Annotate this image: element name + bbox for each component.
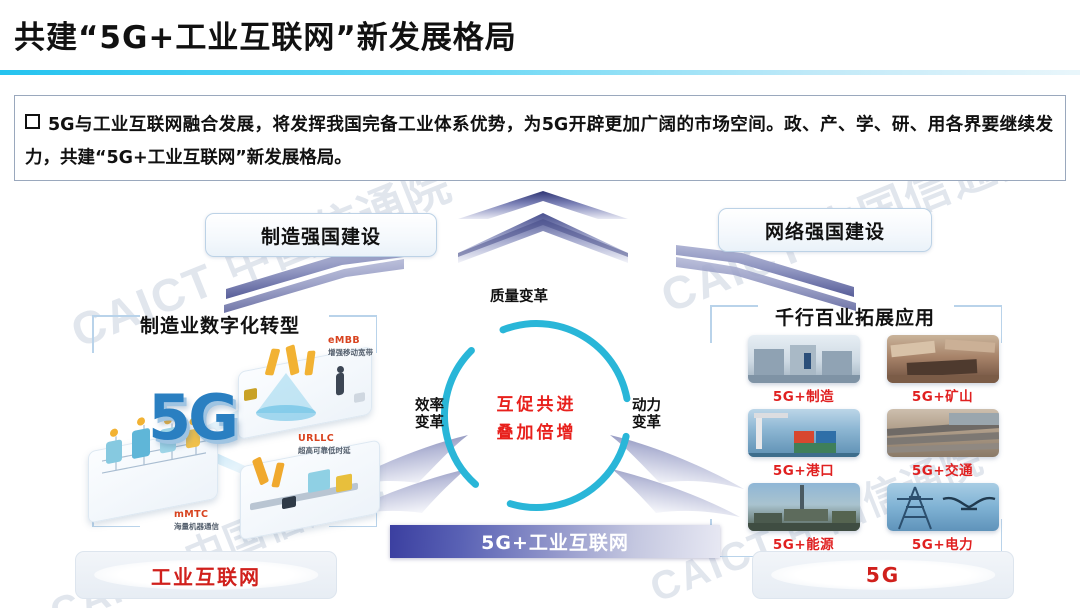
summary-textbox: 5G与工业互联网融合发展，将发挥我国完备工业体系优势，为5G开辟更加广阔的市场空… bbox=[14, 95, 1066, 181]
pylon-icon bbox=[896, 486, 933, 530]
tile-thumbnail-manufacturing bbox=[747, 335, 860, 383]
tile-5g-mining[interactable]: 5G+矿山 bbox=[881, 335, 1004, 405]
tile-caption: 5G+交通 bbox=[911, 463, 974, 479]
right-panel-title: 千行百业拓展应用 bbox=[775, 307, 936, 329]
tech-label-mmtc: mMTC 海量机器通信 bbox=[174, 509, 219, 532]
tile-5g-manufacturing[interactable]: 5G+制造 bbox=[742, 335, 865, 405]
five-g-logotype: 5G bbox=[148, 381, 239, 454]
right-diagonal-chevron bbox=[676, 245, 856, 311]
bullet-icon bbox=[25, 114, 40, 129]
embb-code: eMBB bbox=[328, 335, 360, 346]
tile-5g-power[interactable]: 5G+电力 bbox=[881, 483, 1004, 553]
bottom-right-chevron bbox=[610, 435, 744, 517]
tile-thumbnail-power bbox=[886, 483, 999, 531]
urllc-code: URLLC bbox=[298, 433, 335, 444]
plaque-industrial-internet[interactable]: 工业互联网 bbox=[75, 551, 337, 599]
urllc-desc: 超高可靠低时延 bbox=[298, 446, 351, 455]
efficiency-line1: 效率 bbox=[415, 398, 444, 414]
tile-5g-energy[interactable]: 5G+能源 bbox=[742, 483, 865, 553]
tile-caption: 5G+制造 bbox=[772, 389, 835, 405]
diagram-canvas: 制造强国建设 网络强国建设 制造业数字化转型 bbox=[0, 183, 1080, 608]
ring-label-dynamics: 动力 变革 bbox=[632, 398, 661, 432]
ring-label-quality: 质量变革 bbox=[490, 289, 548, 305]
worker-figure bbox=[336, 372, 344, 396]
synergy-ring: 互促共进 叠加倍增 bbox=[424, 303, 649, 528]
ring-arc bbox=[441, 320, 632, 511]
tile-thumbnail-port bbox=[747, 409, 860, 457]
plant-diagram bbox=[102, 416, 206, 474]
top-box-manufacturing-power[interactable]: 制造强国建设 bbox=[205, 213, 437, 257]
plaque-highlight bbox=[771, 559, 995, 591]
plaque-right-label: 5G bbox=[865, 563, 901, 587]
title-divider bbox=[0, 70, 1080, 75]
dynamics-line1: 动力 bbox=[632, 398, 661, 414]
bottom-banner-label: 5G+工业互联网 bbox=[481, 532, 629, 554]
bottom-banner-5g-industrial-internet[interactable]: 5G+工业互联网 bbox=[390, 525, 720, 558]
worker-head bbox=[337, 366, 344, 373]
summary-text: 5G与工业互联网融合发展，将发挥我国完备工业体系优势，为5G开辟更加广阔的市场空… bbox=[25, 115, 1053, 168]
tile-thumbnail-energy bbox=[747, 483, 860, 531]
tile-caption: 5G+能源 bbox=[772, 537, 835, 553]
ring-center-text: 互促共进 叠加倍增 bbox=[424, 381, 649, 451]
ring-label-efficiency: 效率 变革 bbox=[415, 398, 444, 432]
mmtc-code: mMTC bbox=[174, 509, 209, 520]
mmtc-desc: 海量机器通信 bbox=[174, 522, 219, 531]
plaque-5g[interactable]: 5G bbox=[752, 551, 1014, 599]
digital-transformation-illustration: 5G eMBB 增强移动宽带 URLLC 超高可靠低时延 mMTC 海量机器通信 bbox=[88, 333, 392, 543]
tile-thumbnail-mining bbox=[886, 335, 999, 383]
top-box-right-label: 网络强国建设 bbox=[764, 220, 885, 243]
tile-5g-transport[interactable]: 5G+交通 bbox=[881, 409, 1004, 479]
embb-desc: 增强移动宽带 bbox=[328, 348, 373, 357]
application-tiles-grid: 5G+制造 5G+矿山 bbox=[742, 335, 1004, 553]
plaque-highlight bbox=[94, 559, 318, 591]
ring-center-line1: 互促共进 bbox=[496, 394, 577, 415]
hologram-cone bbox=[256, 373, 316, 421]
tile-thumbnail-transport bbox=[886, 409, 999, 457]
slide-header: 共建“5G+工业互联网”新发展格局 bbox=[0, 0, 1080, 78]
drone-icon bbox=[942, 496, 995, 511]
page-title: 共建“5G+工业互联网”新发展格局 bbox=[14, 20, 517, 56]
ring-center-line2: 叠加倍增 bbox=[496, 422, 577, 443]
tile-caption: 5G+电力 bbox=[911, 537, 974, 553]
dynamics-line2: 变革 bbox=[632, 415, 661, 431]
plaque-left-label: 工业互联网 bbox=[151, 564, 261, 589]
efficiency-line2: 变革 bbox=[415, 415, 444, 431]
top-box-network-power[interactable]: 网络强国建设 bbox=[718, 208, 932, 252]
tile-5g-port[interactable]: 5G+港口 bbox=[742, 409, 865, 479]
summary-paragraph: 5G与工业互联网融合发展，将发挥我国完备工业体系优势，为5G开辟更加广阔的市场空… bbox=[15, 96, 1065, 175]
machine-block bbox=[308, 468, 330, 494]
tech-label-urllc: URLLC 超高可靠低时延 bbox=[298, 433, 351, 456]
machine-block bbox=[336, 473, 352, 493]
tech-label-embb: eMBB 增强移动宽带 bbox=[328, 335, 373, 358]
tile-caption: 5G+港口 bbox=[772, 463, 835, 479]
left-diagonal-chevron bbox=[224, 247, 404, 313]
top-box-left-label: 制造强国建设 bbox=[260, 225, 381, 248]
tile-caption: 5G+矿山 bbox=[911, 389, 974, 405]
left-panel-title: 制造业数字化转型 bbox=[140, 315, 301, 337]
center-up-chevron bbox=[458, 191, 628, 263]
